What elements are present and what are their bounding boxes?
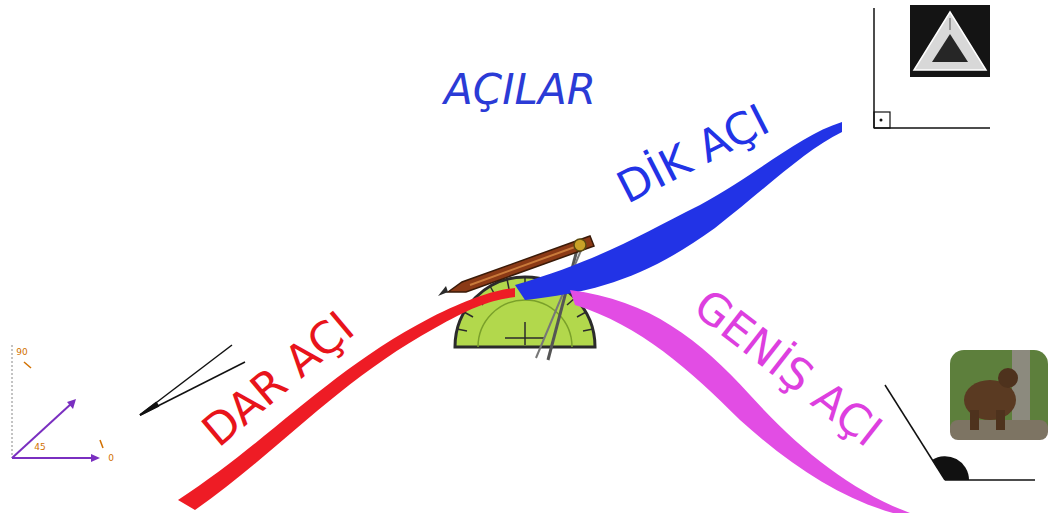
right-angle-mark	[874, 112, 890, 128]
protractor-center	[505, 337, 545, 339]
dotted-axis	[12, 345, 13, 458]
protractor-center	[524, 322, 526, 345]
bear-leg	[996, 410, 1005, 430]
arrow-head	[67, 399, 76, 409]
compass	[438, 236, 594, 360]
set-square	[914, 12, 986, 70]
compass-hinge	[574, 239, 586, 251]
bear-photo	[950, 350, 1048, 440]
right-angle-dot	[880, 119, 883, 122]
band-path	[178, 288, 515, 510]
small-arrow	[100, 440, 103, 448]
angle-arm	[873, 8, 875, 128]
angle-band: GENİŞ AÇI	[560, 280, 915, 513]
photo-ground	[910, 5, 990, 77]
arrow-head	[91, 454, 100, 462]
bear-leg	[970, 410, 979, 430]
angle-value: 0	[108, 454, 114, 463]
angle-value: 90	[16, 348, 27, 357]
angle-mark	[140, 403, 158, 415]
set-square-tick	[950, 18, 951, 30]
small-arrow	[24, 362, 31, 368]
title: AÇILAR	[444, 69, 596, 111]
pencil-tip	[438, 286, 448, 296]
angle-arm	[874, 127, 990, 129]
horizontal-arrow	[12, 457, 96, 459]
label-holder: 90	[16, 348, 27, 357]
angle-band: DİK AÇI	[505, 110, 850, 310]
angle-mark	[932, 456, 969, 480]
label-holder: 45	[34, 443, 45, 452]
set-square-photo	[910, 5, 990, 77]
band-shape	[165, 270, 520, 513]
label-holder: 0	[108, 454, 114, 463]
compass-leg	[548, 246, 578, 360]
set-square-hole	[932, 34, 968, 62]
title-holder: AÇILAR	[444, 69, 596, 111]
angle-band: DAR AÇI	[165, 270, 520, 513]
photo-ground	[950, 350, 1048, 440]
angle-value: 45	[34, 443, 45, 452]
diagonal-arrow	[12, 403, 72, 458]
bear-head	[998, 368, 1018, 388]
angle-sketch	[12, 345, 103, 462]
